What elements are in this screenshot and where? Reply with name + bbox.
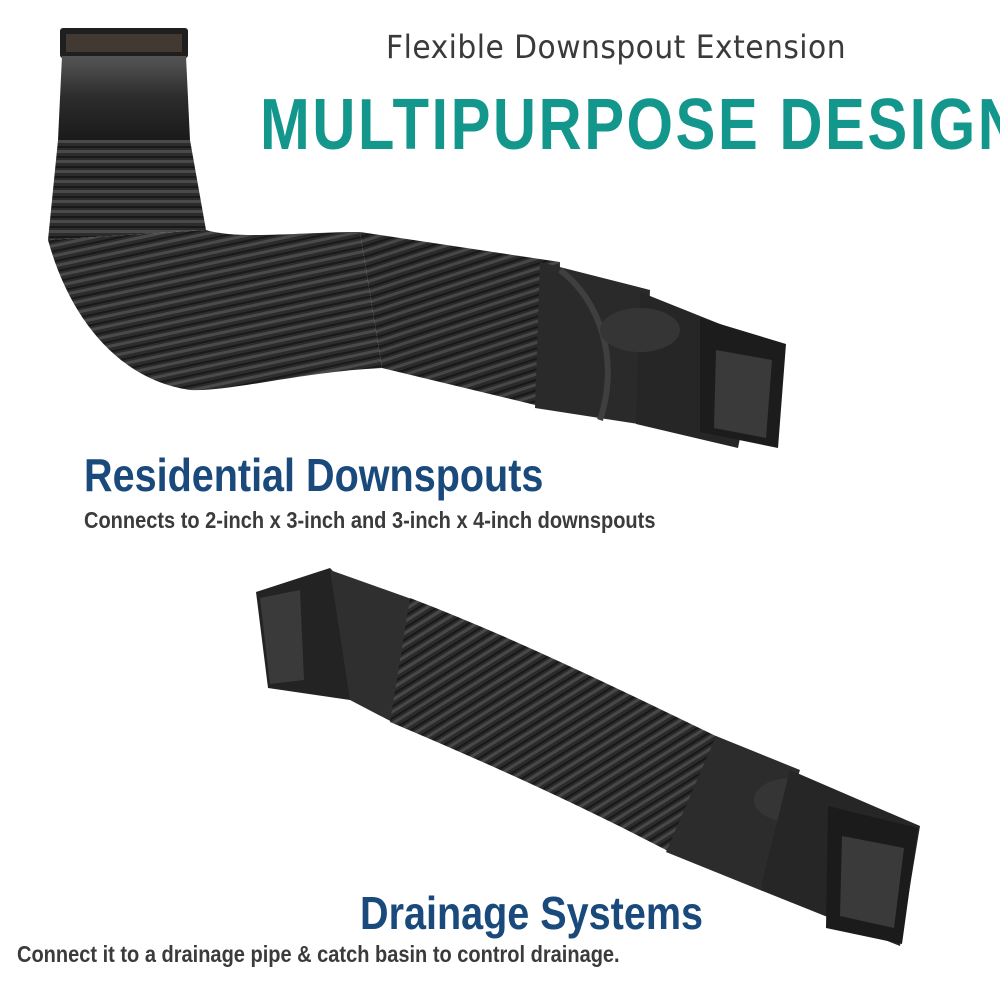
section-description-drainage: Connect it to a drainage pipe & catch ba… [17,941,620,967]
product-subtitle: Flexible Downspout Extension [386,28,847,66]
section-title-drainage: Drainage Systems [360,887,704,939]
headline: MULTIPURPOSE DESIGN [260,85,1000,165]
section-description-residential: Connects to 2-inch x 3-inch and 3-inch x… [84,507,656,533]
section-title-residential: Residential Downspouts [84,449,544,501]
